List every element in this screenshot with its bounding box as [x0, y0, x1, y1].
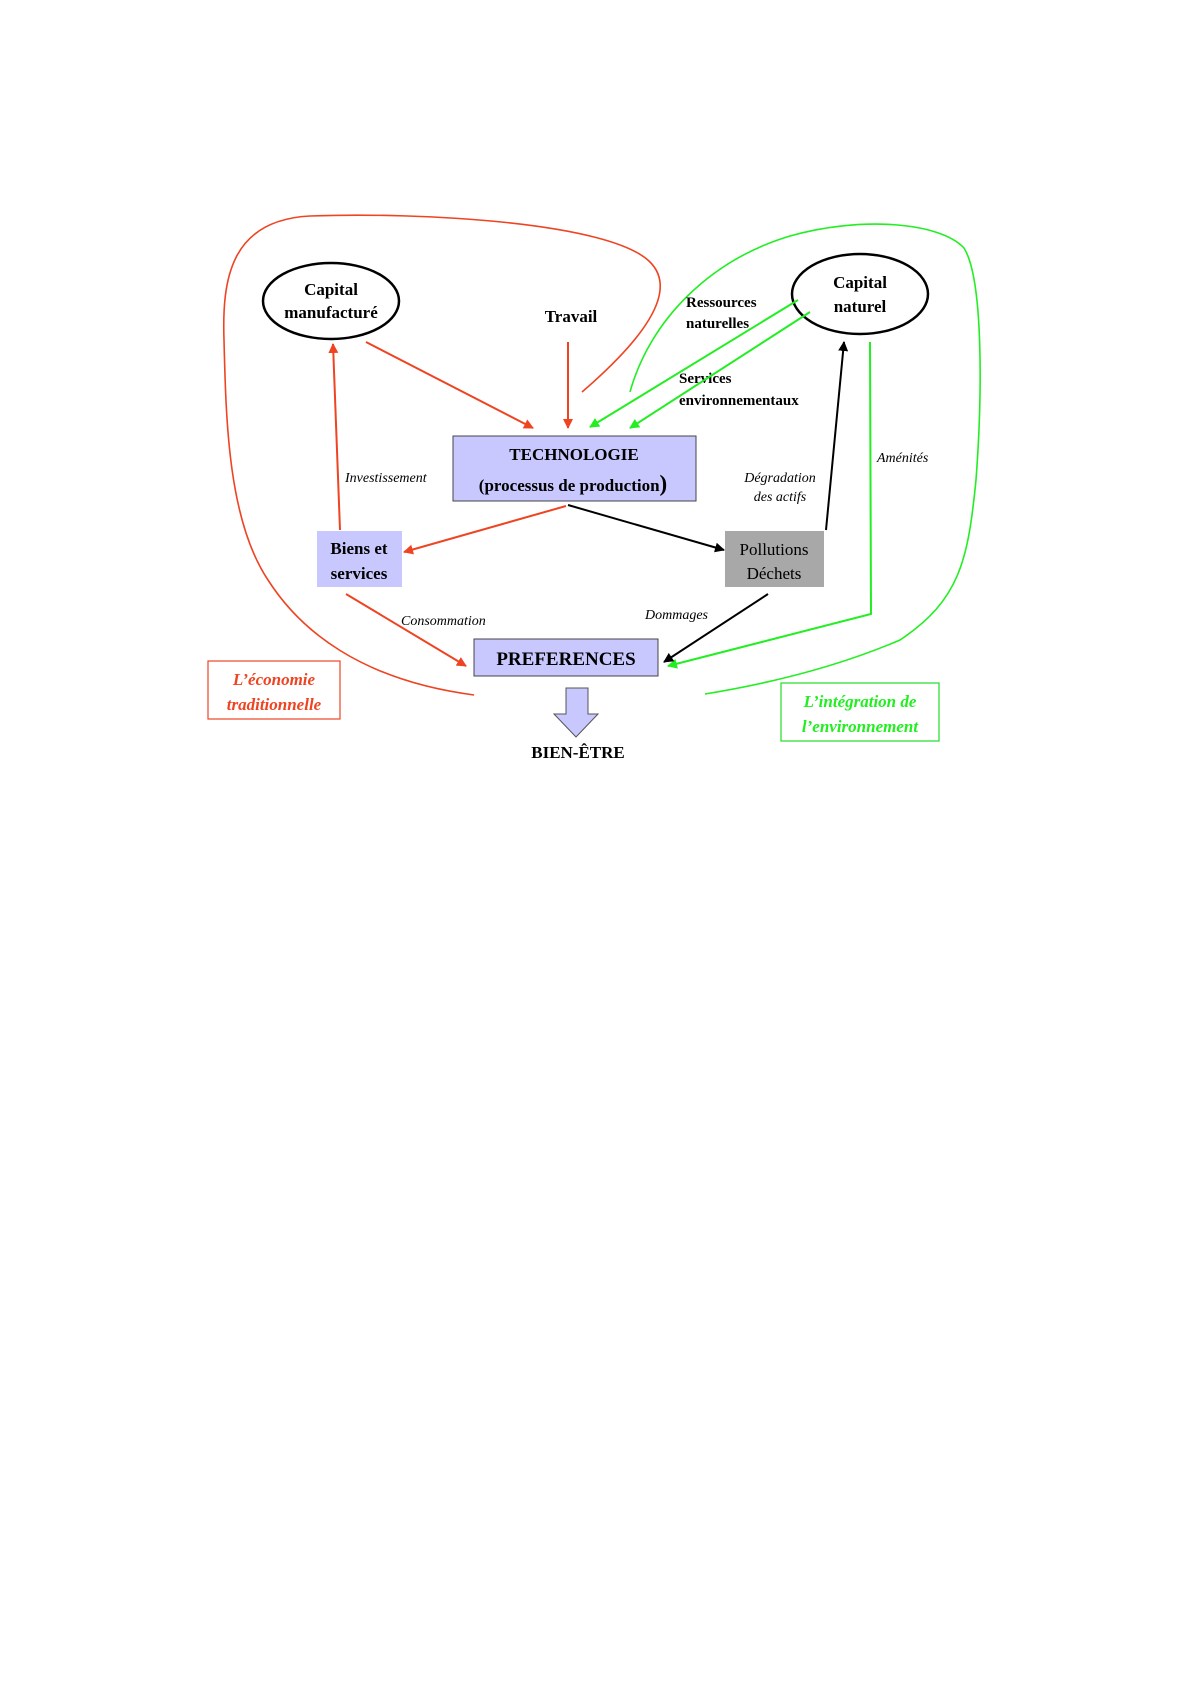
capital-naturel-line2: naturel	[834, 297, 887, 316]
pollutions-line2: Déchets	[747, 564, 802, 583]
legend-environment: L’intégration de l’environnement	[780, 682, 940, 742]
arrow-biens-to-preferences	[345, 593, 467, 667]
legend-traditional-line1: L’économie	[232, 670, 316, 689]
dommages-label: Dommages	[644, 608, 709, 623]
biens-line2: services	[331, 564, 388, 583]
capital-manufacture-node: Capital manufacturé	[261, 261, 401, 341]
arrow-amenites-to-preferences	[667, 341, 873, 669]
capital-manufacture-line1: Capital	[304, 280, 358, 299]
capital-manufacture-line2: manufacturé	[284, 303, 378, 322]
preferences-label: PREFERENCES	[496, 649, 635, 670]
capital-naturel-line1: Capital	[833, 273, 887, 292]
arrow-services-to-technologie	[629, 311, 811, 429]
amenites-label: Aménités	[876, 451, 929, 466]
travail-label: Travail	[545, 307, 598, 326]
technologie-node: TECHNOLOGIE (processus de production)	[452, 435, 697, 502]
pollutions-line1: Pollutions	[740, 540, 809, 559]
preferences-node: PREFERENCES	[473, 638, 659, 677]
capital-naturel-node: Capital naturel	[790, 252, 930, 336]
arrow-technologie-to-biens	[403, 505, 567, 555]
biens-services-node: Biens et services	[317, 531, 402, 587]
arrow-biens-to-capital	[328, 343, 341, 531]
consommation-label: Consommation	[401, 614, 486, 629]
bien-etre-label: BIEN-ÊTRE	[531, 743, 625, 762]
arrow-technologie-to-pollutions	[567, 504, 725, 553]
traditional-economy-boundary	[222, 214, 661, 696]
environment-boundary	[629, 223, 981, 695]
technologie-subtitle: (processus de production)	[479, 471, 667, 496]
arrow-pollutions-to-preferences	[663, 593, 769, 663]
investissement-label: Investissement	[344, 471, 428, 486]
arrow-ressources-to-technologie	[589, 299, 799, 428]
arrow-pollutions-to-capital-naturel	[825, 341, 849, 531]
degradation-line1: Dégradation	[743, 471, 816, 486]
biens-line1: Biens et	[330, 539, 387, 558]
services-env-line2: environnementaux	[679, 393, 799, 409]
ressources-line1: Ressources	[686, 295, 757, 311]
pollutions-node: Pollutions Déchets	[725, 531, 824, 587]
technologie-title: TECHNOLOGIE	[509, 445, 638, 464]
degradation-line2: des actifs	[754, 490, 807, 505]
legend-traditional: L’économie traditionnelle	[207, 660, 341, 720]
legend-environment-line2: l’environnement	[802, 717, 919, 736]
legend-environment-line1: L’intégration de	[803, 692, 917, 711]
legend-traditional-line2: traditionnelle	[227, 695, 322, 714]
ressources-line2: naturelles	[686, 316, 749, 332]
down-arrow-icon	[552, 687, 600, 738]
arrow-capital-to-technologie	[365, 341, 534, 429]
